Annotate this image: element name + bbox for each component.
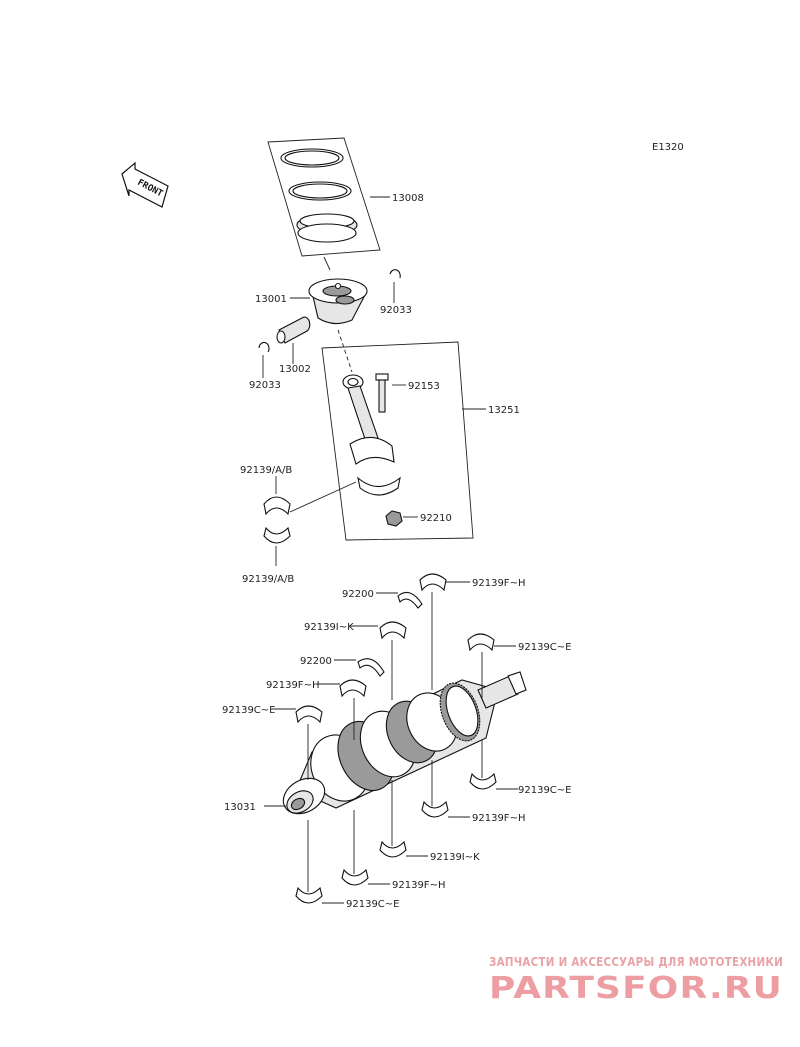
main-bearing-ik-2: [379, 840, 407, 858]
crankshaft: [282, 671, 527, 815]
piston-pin: [276, 316, 311, 344]
main-bearing-ce-3: [469, 772, 497, 790]
label-13008: 13008: [392, 193, 424, 204]
rod-bearing-lower: [263, 526, 291, 544]
conrod-group-frame: [321, 341, 474, 541]
watermark-brand: PARTSFOR.RU: [489, 971, 783, 1006]
main-bearing-fh-4: [341, 868, 369, 886]
label-13031: 13031: [224, 802, 256, 813]
rod-bearing-upper: [263, 496, 291, 516]
main-bearing-fh-3: [421, 800, 449, 818]
label-92139ce-2: 92139C~E: [222, 705, 276, 716]
label-92139ab-bottom: 92139/A/B: [242, 574, 294, 585]
piston-rings: [267, 137, 381, 271]
piston-clip-left: [258, 341, 270, 353]
label-92210: 92210: [420, 513, 452, 524]
label-92033-left: 92033: [249, 380, 281, 391]
piston: [308, 278, 368, 325]
label-13001: 13001: [255, 294, 287, 305]
label-92139fh-4: 92139F~H: [392, 880, 445, 891]
conrod-nut: [385, 510, 403, 527]
label-92033-right: 92033: [380, 305, 412, 316]
main-bearing-fh-2: [339, 679, 367, 698]
main-bearing-ik-1: [379, 621, 407, 640]
label-92139ce-3: 92139C~E: [518, 785, 572, 796]
label-13002: 13002: [279, 364, 311, 375]
label-92200-top: 92200: [342, 589, 374, 600]
label-92139ce-4: 92139C~E: [346, 899, 400, 910]
piston-clip-right: [389, 269, 401, 279]
main-bearing-ce-2: [295, 705, 323, 724]
conrod-cap: [357, 476, 401, 496]
label-92139ik-1: 92139I~K: [304, 622, 354, 633]
main-bearing-fh-1: [419, 573, 447, 592]
watermark-tagline: ЗАПЧАСТИ И АКСЕССУАРЫ ДЛЯ МОТОТЕХНИКИ: [489, 955, 783, 969]
label-92139ce-1: 92139C~E: [518, 642, 572, 653]
main-bearing-ce-1: [467, 633, 495, 652]
label-92139fh-3: 92139F~H: [472, 813, 525, 824]
main-bearing-ce-4: [295, 886, 323, 904]
label-92139fh-2: 92139F~H: [266, 680, 319, 691]
label-92153: 92153: [408, 381, 440, 392]
diagram-code: E1320: [652, 142, 684, 153]
label-92139ik-2: 92139I~K: [430, 852, 480, 863]
thrust-washer-top: [397, 591, 423, 609]
thrust-washer-2: [357, 658, 385, 677]
label-13251: 13251: [488, 405, 520, 416]
conrod-bolt: [375, 373, 389, 413]
connecting-rod: [342, 374, 395, 465]
label-92139fh-1: 92139F~H: [472, 578, 525, 589]
label-92139ab-top: 92139/A/B: [240, 465, 292, 476]
label-92200-2: 92200: [300, 656, 332, 667]
front-arrow-icon: FRONT: [121, 161, 169, 208]
